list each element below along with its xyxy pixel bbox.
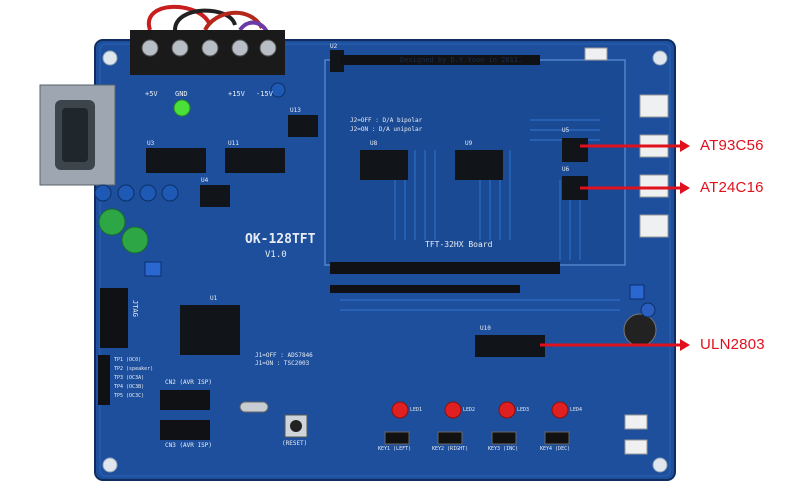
tp-label-1: TP1 (OC0) xyxy=(114,357,142,363)
chip-ref-u11: U11 xyxy=(228,140,239,147)
mounting-holes xyxy=(102,50,668,473)
ic-chips xyxy=(146,50,588,357)
callout-uln2803: ULN2803 xyxy=(700,336,765,353)
led-label-2: LED2 xyxy=(463,407,476,413)
led-label-3: LED3 xyxy=(517,407,530,413)
designer-credit: Designed by D.Y.Yoon in 2011. xyxy=(400,56,523,64)
chip-ref-u5: U5 xyxy=(562,127,570,134)
power-label-15v: +15V xyxy=(228,90,245,98)
key-label-2: KEY2 (RIGHT) xyxy=(432,446,469,452)
tp-label-5: TP5 (OC3C) xyxy=(114,393,145,399)
chip-ref-u6: U6 xyxy=(562,166,570,173)
tp-label-2: TP2 (speaker) xyxy=(114,366,154,372)
trimpot-1 xyxy=(144,261,162,277)
push-buttons xyxy=(284,414,570,445)
side-connectors xyxy=(584,47,669,455)
board-version: V1.0 xyxy=(265,250,287,260)
key-label-1: KEY1 (LEFT) xyxy=(378,446,412,452)
led5-green xyxy=(173,99,191,117)
pin-headers xyxy=(98,55,560,440)
capacitors xyxy=(94,82,657,347)
isp-label-cn3: CN3 (AVR ISP) xyxy=(165,442,212,449)
callout-at93c56: AT93C56 xyxy=(700,137,764,154)
chip-ref-u3: U3 xyxy=(147,140,155,147)
crystal xyxy=(239,401,269,413)
tp-label-4: TP4 (OC3B) xyxy=(114,384,145,390)
power-label-gnd: GND xyxy=(175,90,188,98)
chip-ref-u2: U2 xyxy=(330,43,338,50)
chip-ref-u13: U13 xyxy=(290,107,301,114)
callout-arrows xyxy=(540,140,690,351)
pcb-traces xyxy=(340,119,620,311)
jumper-note-da-1: J2=OFF : D/A bipolar xyxy=(350,117,423,124)
power-label-neg15v: -15V xyxy=(256,90,273,98)
jumper-note-da-2: J2=ON : D/A unipolar xyxy=(350,126,423,133)
key-label-4: KEY4 (DEC) xyxy=(540,446,571,452)
board-name: OK-128TFT xyxy=(245,232,316,247)
chip-ref-u4: U4 xyxy=(201,177,209,184)
led-label-1: LED1 xyxy=(410,407,423,413)
jumper-note-touch-1: J1=OFF : ADS7846 xyxy=(255,352,313,359)
serial-db9-connector xyxy=(39,84,116,186)
callout-at24c16: AT24C16 xyxy=(700,179,764,196)
chip-ref-u10: U10 xyxy=(480,325,491,332)
chip-ref-u8: U8 xyxy=(370,140,378,147)
red-leds xyxy=(391,401,569,419)
trimpot-2 xyxy=(629,284,645,300)
chip-ref-u9: U9 xyxy=(465,140,473,147)
daughter-board-label: TFT-32HX Board xyxy=(425,240,493,249)
terminal-block xyxy=(130,30,285,75)
key-label-3: KEY3 (INC) xyxy=(488,446,519,452)
jumper-note-touch-2: J1=ON : TSC2003 xyxy=(255,360,310,367)
isp-label-cn2: CN2 (AVR ISP) xyxy=(165,379,212,386)
chip-ref-u1: U1 xyxy=(210,295,218,302)
led-label-4: LED4 xyxy=(570,407,583,413)
reset-label: (RESET) xyxy=(282,440,308,447)
tp-label-3: TP3 (OC3A) xyxy=(114,375,145,381)
power-label-5v: +5V xyxy=(145,90,158,98)
jtag-label: JTAG xyxy=(131,300,139,317)
